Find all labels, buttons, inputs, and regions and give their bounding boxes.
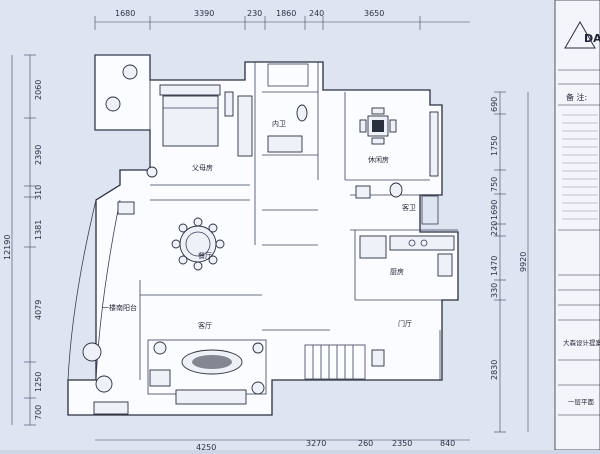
right-dim-2: 1750 xyxy=(490,136,499,156)
sheet-name: 一层平面 xyxy=(568,398,595,406)
guest-bathroom-fixtures xyxy=(355,182,439,225)
right-total-dim: 9920 xyxy=(519,252,528,272)
top-balcony xyxy=(94,54,151,131)
bottom-dim-4: 2350 xyxy=(392,439,412,448)
left-dim-7: 700 xyxy=(34,405,43,420)
left-dimension-line: 2060 2390 310 1381 4079 1250 700 12190 xyxy=(3,54,43,426)
right-dim-7: 330 xyxy=(490,283,499,298)
company-name: 大森设计提案 xyxy=(563,338,600,347)
label-foyer: 门厅 xyxy=(398,319,412,328)
left-dim-5: 4079 xyxy=(34,300,43,320)
label-living: 客厅 xyxy=(198,321,212,330)
logo-letters: DA xyxy=(584,32,600,45)
top-dim-5: 240 xyxy=(309,9,324,18)
dining-table xyxy=(117,201,225,271)
right-dim-1: 690 xyxy=(490,97,499,112)
left-dim-2: 2390 xyxy=(34,145,43,165)
left-dim-4: 1381 xyxy=(34,220,43,240)
label-guest-bath: 客卫 xyxy=(402,203,416,212)
left-dim-1: 2060 xyxy=(34,80,43,100)
bottom-dimension-line: 4250 3270 260 2350 840 xyxy=(95,439,470,452)
top-dim-4: 1860 xyxy=(276,9,296,18)
right-dimension-line: 690 1750 750 1690 220 1470 330 2830 9920 xyxy=(490,91,529,433)
walls xyxy=(67,54,459,416)
right-dim-5: 220 xyxy=(490,221,499,236)
bottom-dim-5: 840 xyxy=(440,439,455,448)
right-dim-8: 2830 xyxy=(490,360,499,380)
left-dim-6: 1250 xyxy=(34,372,43,392)
right-dim-3: 750 xyxy=(490,177,499,192)
bottom-dim-2: 3270 xyxy=(306,439,326,448)
bottom-dim-1: 4250 xyxy=(196,443,216,450)
right-dim-6: 1470 xyxy=(490,256,499,276)
top-dim-1: 1680 xyxy=(115,9,135,18)
label-inner-bathroom: 内卫 xyxy=(272,119,286,128)
kitchen-counter xyxy=(359,235,455,277)
title-block: DA 备 注: 大森设计提案 一层平面 xyxy=(554,0,600,451)
stairs xyxy=(304,344,385,380)
label-balcony: 一楼南阳台 xyxy=(102,303,137,312)
bottom-dim-3: 260 xyxy=(358,439,373,448)
top-dim-3: 230 xyxy=(247,9,262,18)
top-dim-6: 3650 xyxy=(364,9,384,18)
study-table xyxy=(359,107,439,177)
left-total-dim: 12190 xyxy=(3,235,12,260)
top-dim-2: 3390 xyxy=(194,9,214,18)
master-bed xyxy=(146,84,253,178)
label-kitchen: 厨房 xyxy=(390,267,404,276)
right-dim-4: 1690 xyxy=(490,200,499,220)
top-dimension-line: 1680 3390 230 1860 240 3650 xyxy=(94,9,470,30)
left-dim-3: 310 xyxy=(34,185,43,200)
living-sofa xyxy=(147,339,267,405)
inner-bathroom-fixtures xyxy=(267,63,309,153)
label-master-bedroom: 父母房 xyxy=(192,163,213,172)
label-dining: 餐厅 xyxy=(198,251,212,260)
label-study: 休闲房 xyxy=(368,155,389,164)
balcony-chairs xyxy=(82,342,129,415)
notes-label: 备 注: xyxy=(566,92,587,102)
